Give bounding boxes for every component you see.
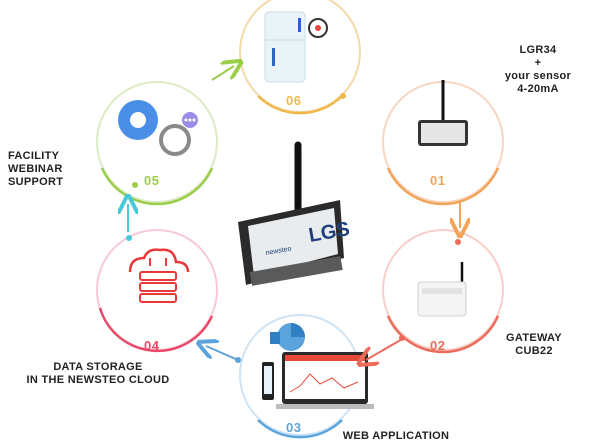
web-application-screens-image xyxy=(262,323,374,409)
step-05-node xyxy=(96,81,218,206)
arrow-dot xyxy=(126,235,132,241)
center-lgs-device-image: LGS newsteo xyxy=(238,141,351,286)
step-06-number: 06 xyxy=(286,93,302,108)
arrow-dot xyxy=(399,335,405,341)
arrow-02-to-03 xyxy=(366,337,405,360)
gateway-cub22-image xyxy=(417,262,467,317)
step-02-number: 02 xyxy=(430,338,446,353)
arrow-05-to-06 xyxy=(211,66,234,81)
center-device-subtext: newsteo xyxy=(265,246,292,257)
step-05-number: 05 xyxy=(144,173,160,188)
step-02-node xyxy=(382,229,504,354)
step-05-label: FACILITY WEBINAR SUPPORT xyxy=(8,150,64,188)
arrow-dot xyxy=(340,93,346,99)
support-gears-icon xyxy=(118,100,198,156)
step-04-node xyxy=(96,229,218,353)
step-04-label: DATA STORAGE IN THE NEWSTEO CLOUD xyxy=(26,361,170,386)
step-03-label: WEB APPLICATION xyxy=(342,430,450,442)
step-01-number: 01 xyxy=(430,173,446,188)
step-03-number: 03 xyxy=(286,420,302,435)
gear-icon xyxy=(308,18,328,38)
arrow-dot xyxy=(455,239,461,245)
arrow-dot xyxy=(132,182,138,188)
step-04-number: 04 xyxy=(144,338,160,353)
arrow-dot xyxy=(235,357,241,363)
cloud-storage-icon xyxy=(128,248,190,303)
step-02-label: GATEWAY CUB22 xyxy=(506,332,562,357)
arrow-03-to-04 xyxy=(206,346,239,361)
step-06-node xyxy=(239,0,361,115)
lgr34-sensor-image xyxy=(418,80,468,146)
fridge-icon xyxy=(264,11,306,83)
step-01-node xyxy=(382,80,504,206)
step-03-node xyxy=(239,314,374,439)
step-01-label: LGR34 + your sensor 4-20mA xyxy=(504,44,572,95)
